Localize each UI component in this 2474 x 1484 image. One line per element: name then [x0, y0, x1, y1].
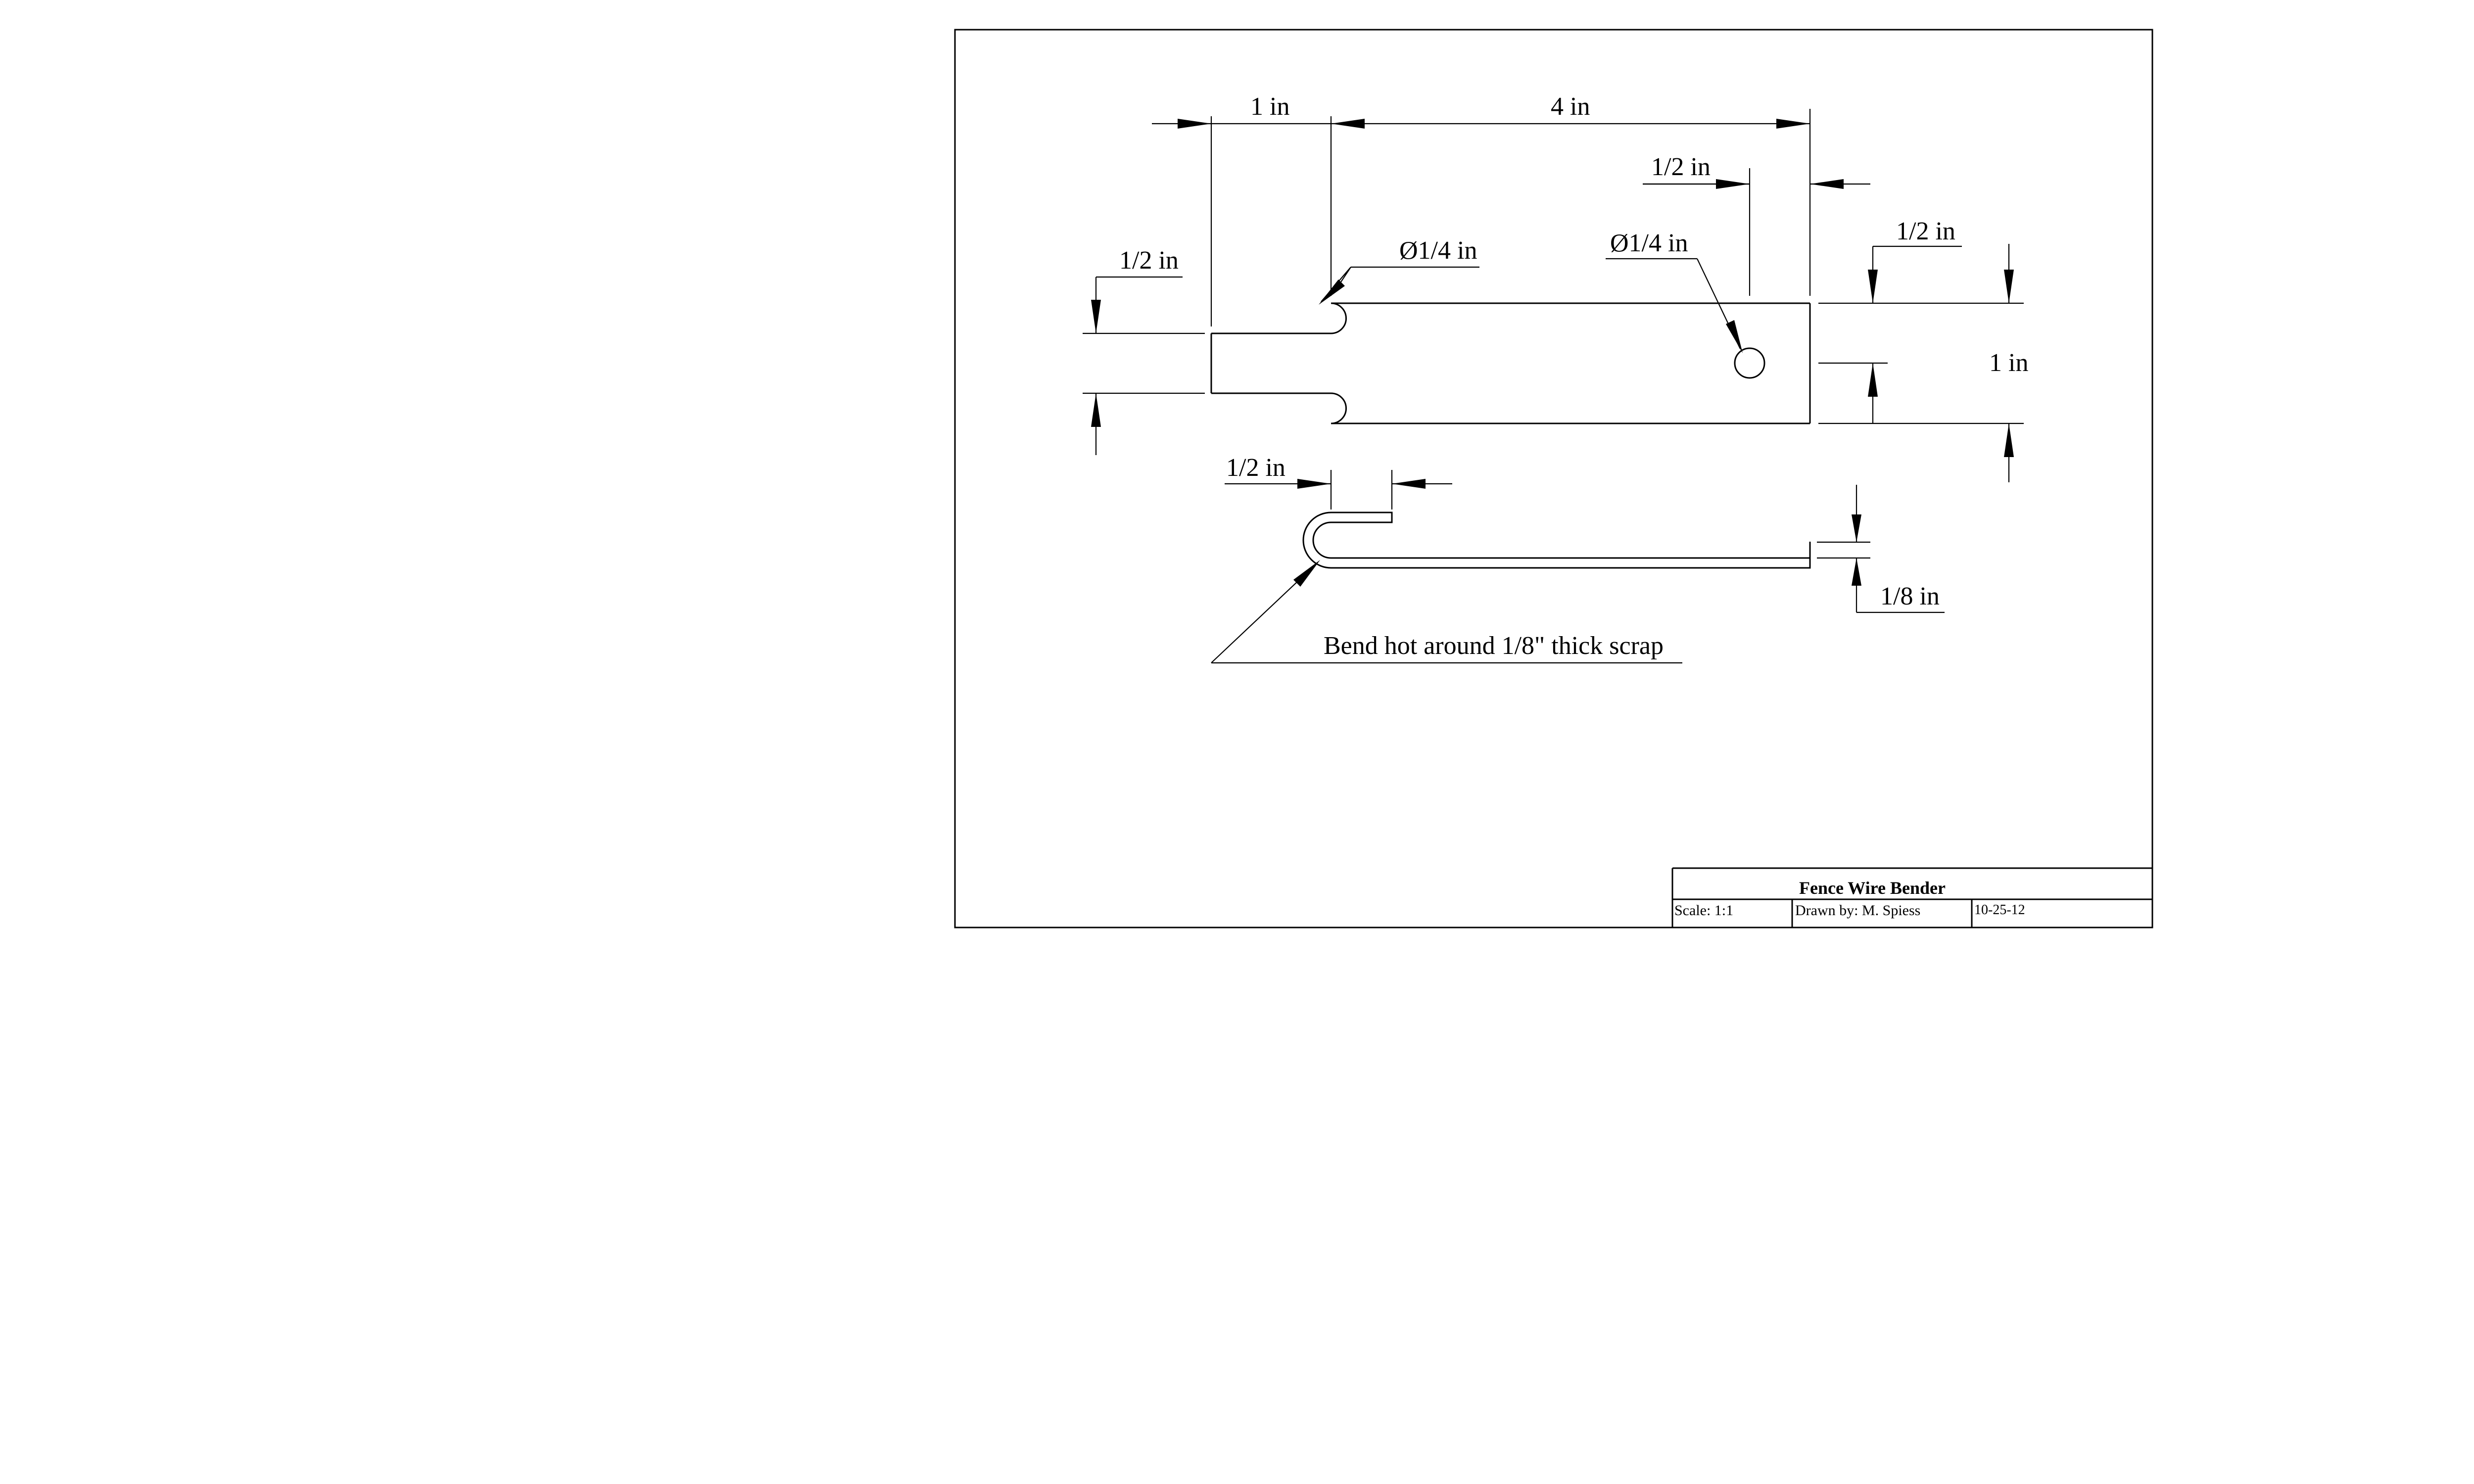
dimensions-side: 1/2 in 1/8 in Bend hot around 1/8" thick…: [1211, 454, 1945, 664]
dim-bend-leg: 1/2 in: [1226, 454, 1285, 482]
bend-note: Bend hot around 1/8" thick scrap: [1324, 632, 1664, 660]
dimensions-plan: 1 in 4 in 1/2 in Ø1/4 in Ø1/4 in 1/2 in: [1083, 93, 2028, 482]
dim-slot-width: 1/2 in: [1119, 246, 1179, 275]
date-label: 10-25-12: [1974, 902, 2025, 918]
dim-overall-width: 1 in: [1989, 349, 2028, 377]
dim-hole-offset: 1/2 in: [1651, 153, 1711, 181]
dim-thickness: 1/8 in: [1880, 582, 1940, 610]
dim-hole-dia: Ø1/4 in: [1610, 229, 1688, 257]
drawing-title: Fence Wire Bender: [1799, 878, 1946, 898]
drawn-by-label: Drawn by: M. Spiess: [1795, 902, 1920, 919]
part-plan-view: [1210, 302, 1811, 424]
hole: [1734, 347, 1765, 379]
dim-slot-dia: Ø1/4 in: [1399, 236, 1477, 265]
sheet-border: [954, 29, 2153, 928]
dim-top-four-in: 4 in: [1551, 93, 1590, 121]
scale-label: Scale: 1:1: [1674, 902, 1733, 919]
title-block: Fence Wire Bender Scale: 1:1 Drawn by: M…: [1671, 867, 2152, 928]
dim-hole-from-edge: 1/2 in: [1896, 217, 1955, 245]
part-side-view: [1302, 511, 1811, 569]
dim-top-one-in: 1 in: [1250, 93, 1289, 121]
